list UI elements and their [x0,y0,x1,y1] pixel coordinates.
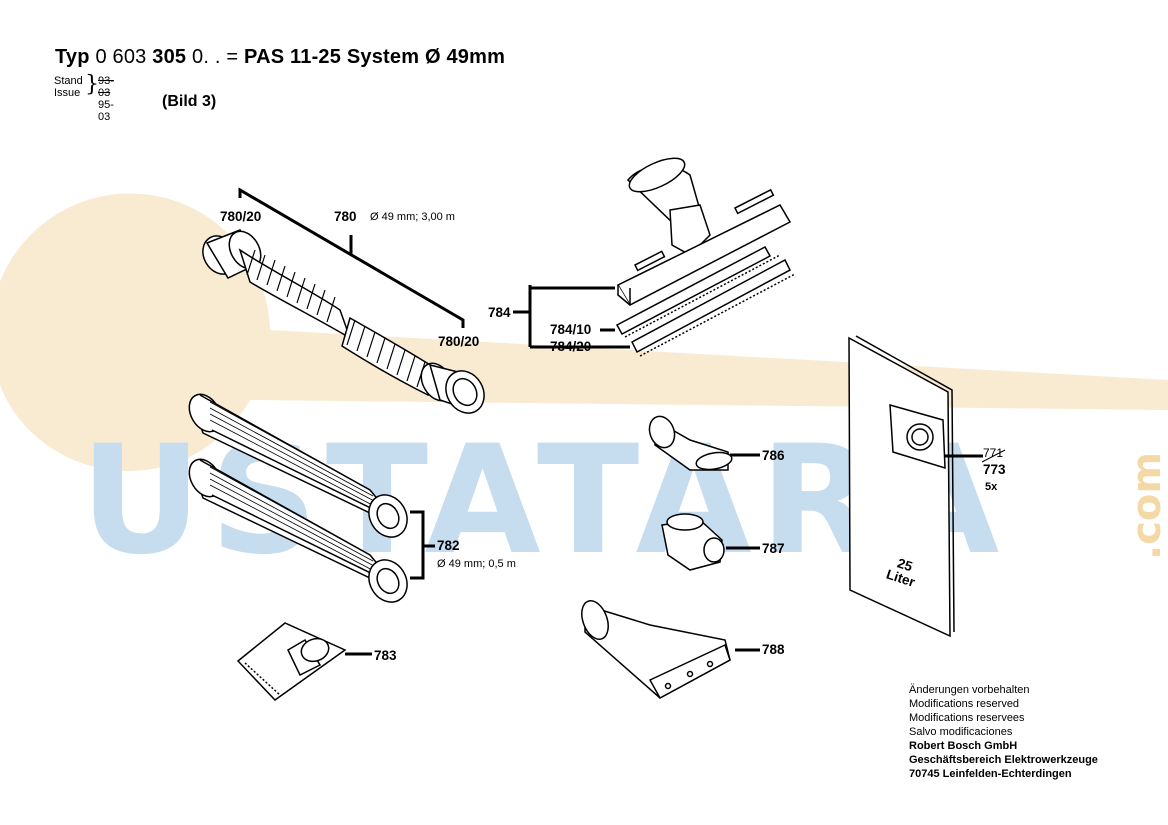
revision-old: 93-03 [98,75,114,99]
label-780: 780 [334,209,357,224]
strike-771 [981,449,1006,463]
label-780-20-right: 780/20 [438,334,480,349]
nozzle-784-bracket [513,285,630,349]
footer-line-fr: Modifications reservees [909,712,1025,724]
label-786: 786 [762,448,785,463]
revision-new: 95-03 [98,99,114,123]
watermark-suffix: .com [1124,452,1168,560]
spec-780: Ø 49 mm; 3,00 m [370,211,455,223]
issue-label: Issue [54,87,81,99]
adapter-787 [661,513,725,571]
typ-word: Typ [55,46,90,68]
hose-780 [202,229,485,414]
footer-division: Geschäftsbereich Elektrowerkzeuge [909,754,1098,766]
label-784-10: 784/10 [550,322,592,337]
extension-tubes-782 [188,393,408,603]
label-787: 787 [762,541,785,556]
footer-company: Robert Bosch GmbH [909,740,1018,752]
wide-nozzle-788 [581,600,731,700]
label-783: 783 [374,648,397,663]
model-name: PAS 11-25 System Ø 49mm [244,46,506,68]
label-782: 782 [437,538,460,553]
nozzle-786 [648,415,733,471]
typ-number-b: 305 [152,46,187,68]
footer-address: 70745 Leinfelden-Echterdingen [909,768,1072,780]
hose-780-bracket [238,187,465,328]
upholstery-nozzle-783 [236,622,347,701]
page-title: Typ 0 603 305 0. . = PAS 11-25 System Ø … [55,46,505,69]
label-784: 784 [488,305,511,320]
revision-brace: } [85,72,99,97]
tubes-782-bracket [410,510,435,580]
footer-line-en: Modifications reserved [909,698,1020,710]
stand-label: Stand [54,75,83,87]
filter-bag-773 [848,335,955,638]
footer-notice: Änderungen vorbehalten Modifications res… [909,683,1098,781]
qty-773: 5x [985,481,998,493]
watermark: USTATARA .com [0,193,1168,588]
label-788: 788 [762,642,785,657]
floor-nozzle-784 [615,157,796,357]
label-780-20-left: 780/20 [220,209,262,224]
typ-number-a: 0 603 [95,46,147,68]
label-771-old: 771 [983,446,1004,460]
spec-782: Ø 49 mm; 0,5 m [437,558,516,570]
footer-line-de: Änderungen vorbehalten [909,684,1030,696]
footer-line-es: Salvo modificaciones [909,726,1013,738]
label-773: 773 [983,462,1006,477]
typ-number-c: 0. . = [192,46,239,68]
label-784-20: 784/20 [550,339,592,354]
figure-label: (Bild 3) [162,93,217,110]
revision-block: Stand Issue } 93-03 95-03 [54,74,114,124]
